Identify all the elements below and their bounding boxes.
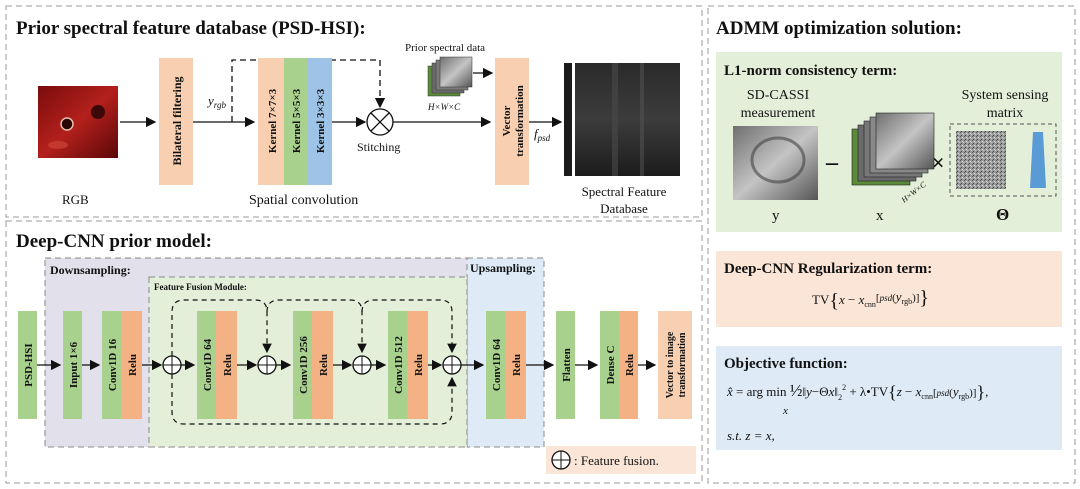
y-rgb-label: yrgb <box>206 93 226 110</box>
ffm-skip-connections <box>171 299 457 425</box>
obj-panel <box>716 346 1062 450</box>
obj-title: Objective function: <box>724 356 848 372</box>
reg-panel <box>716 251 1062 327</box>
psd-title: Prior spectral feature database (PSD-HSI… <box>16 18 366 39</box>
relu1-box <box>121 311 142 419</box>
relu5-label: Relu <box>511 354 523 376</box>
stitching-icon <box>366 108 394 136</box>
kernel-5 <box>284 58 308 185</box>
relu2-label: Relu <box>222 354 234 376</box>
prior-data-label: Prior spectral data <box>405 42 485 54</box>
dispersion-wedge <box>1030 132 1046 188</box>
relu6-label: Relu <box>624 354 636 376</box>
theta-frame <box>949 123 1057 197</box>
stitching-label: Stitching <box>357 140 400 154</box>
relu3-label: Relu <box>318 354 330 376</box>
legend-label: : Feature fusion. <box>574 453 659 468</box>
psd-hsi-box <box>18 311 37 419</box>
l1-title: L1-norm consistency term: <box>724 63 897 79</box>
v2i-box <box>658 311 692 419</box>
cnn-panel <box>5 220 703 484</box>
sensing-mask-image <box>956 131 1006 189</box>
kernel-7 <box>258 58 284 185</box>
relu4-label: Relu <box>413 354 425 376</box>
kernel-5-label: Kernel 5×5×3 <box>291 88 303 153</box>
bilateral-label: Bilateral filtering <box>170 77 184 166</box>
rgb-label: RGB <box>62 192 89 207</box>
conv64b-label: Conv1D 64 <box>491 338 503 391</box>
flatten-label: Flatten <box>561 348 573 382</box>
theta-label: Θ <box>996 205 1009 224</box>
conv512-label: Conv1D 512 <box>393 336 405 394</box>
kernel-3-label: Kernel 3×3×3 <box>315 88 327 153</box>
times-op: × <box>932 150 945 175</box>
v2i-label: Vector to imagetransformation <box>665 331 688 398</box>
downsampling-label: Downsampling: <box>50 263 131 277</box>
ffm-label: Feature Fusion Module: <box>154 282 247 292</box>
admm-title: ADMM optimization solution: <box>716 18 962 39</box>
relu3-box <box>312 311 333 419</box>
bilateral-box <box>159 58 193 185</box>
prior-hwc-label: H×W×C <box>427 102 461 112</box>
conv16-box <box>102 311 121 419</box>
relu6-box <box>619 311 638 419</box>
x-cube-image <box>851 112 935 186</box>
feature-fusion-legend-icon <box>551 450 571 470</box>
fusion-node-2 <box>257 355 277 375</box>
upsampling-label: Upsampling: <box>470 261 536 275</box>
rgb-image <box>38 86 118 158</box>
dense-label: Dense C <box>605 346 617 385</box>
fusion-node-1 <box>162 355 182 375</box>
legend-box <box>546 446 696 474</box>
measurement-image <box>733 126 818 200</box>
conv64b-box <box>486 311 505 419</box>
conv256-box <box>293 311 312 419</box>
relu5-box <box>505 311 526 419</box>
y-label: y <box>772 208 780 224</box>
psd-panel <box>5 5 703 218</box>
input-label: Input 1×6 <box>68 341 80 388</box>
relu4-box <box>407 311 428 419</box>
kernel-3 <box>308 58 332 185</box>
st-label: s.t. z = x, <box>727 428 775 443</box>
reg-title: Deep-CNN Regularization term: <box>724 261 932 277</box>
vector-transform-label: Vectortransformation <box>501 85 526 157</box>
admm-panel <box>707 5 1076 484</box>
fusion-node-4 <box>442 355 462 375</box>
dense-box <box>600 311 619 419</box>
kernel-7-label: Kernel 7×7×3 <box>267 88 279 153</box>
spatial-conv-label: Spatial convolution <box>249 193 358 208</box>
cnn-title: Deep-CNN prior model: <box>16 231 212 252</box>
relu2-box <box>216 311 237 419</box>
flatten-box <box>556 311 575 419</box>
conv256-label: Conv1D 256 <box>298 336 310 394</box>
conv64a-box <box>197 311 216 419</box>
conv64a-label: Conv1D 64 <box>202 338 214 391</box>
x-label: x <box>876 208 884 224</box>
minus-op: – <box>825 150 839 176</box>
f-psd-label: fpsd <box>534 126 551 143</box>
spectral-db-image <box>564 63 680 176</box>
input-box <box>63 311 82 419</box>
conv16-label: Conv1D 16 <box>107 338 119 391</box>
conv512-box <box>388 311 407 419</box>
obj-argmin-x: x <box>782 405 788 417</box>
relu1-label: Relu <box>127 354 139 376</box>
psd-hsi-label: PSD-HSI <box>23 343 35 386</box>
fusion-node-3 <box>352 355 372 375</box>
vector-transform-box <box>495 58 529 185</box>
prior-data-cube <box>427 56 473 97</box>
